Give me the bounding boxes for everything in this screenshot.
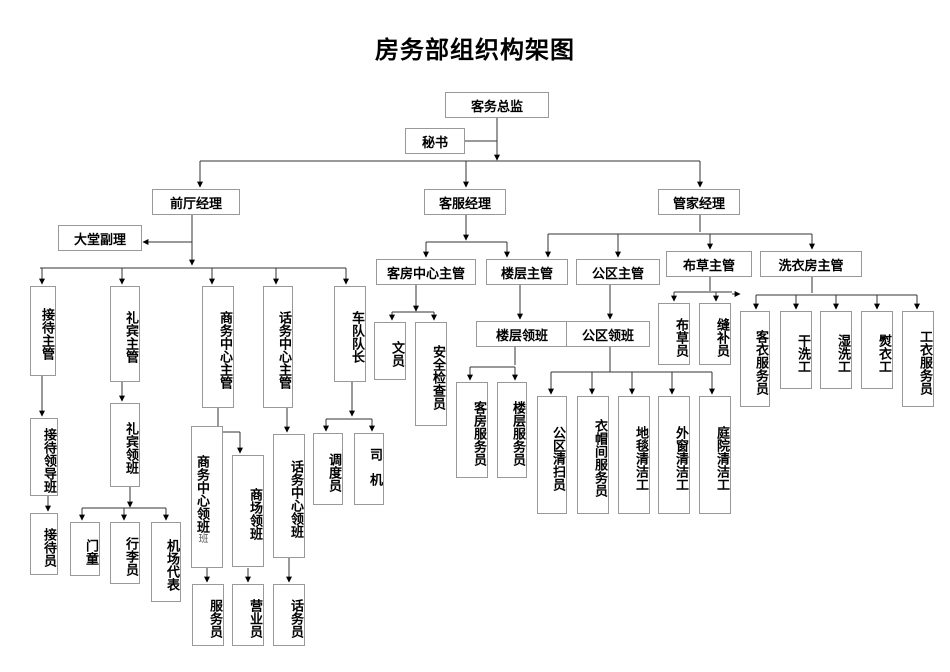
node-driver: 司机 [354, 433, 384, 505]
node-fleet-captain: 车队队长 [334, 286, 366, 382]
node-airport-rep: 机场代表 [151, 522, 181, 602]
node-guest-laundry-attendant: 客衣服务员 [740, 311, 770, 407]
node-floor-lead: 楼层领班 [476, 321, 568, 347]
node-security-inspector: 安全检查员 [415, 322, 447, 426]
business-center-lead-suffix: 班 [196, 533, 207, 543]
node-floor-supervisor: 楼层主管 [486, 259, 568, 285]
node-reception-lead: 接待领导班 [30, 418, 58, 496]
node-business-center-lead: 商务中心领班 班 [191, 426, 223, 568]
node-bellman: 行李员 [110, 522, 140, 584]
node-linen-supervisor: 布草主管 [666, 251, 752, 277]
chart-title: 房务部组织构架图 [375, 36, 575, 64]
node-receptionist: 接待员 [30, 513, 58, 575]
node-reception-supervisor: 接待主管 [30, 286, 56, 376]
node-concierge-supervisor: 礼宾主管 [110, 286, 140, 382]
node-operator: 话务员 [273, 584, 305, 646]
node-carpet-cleaner: 地毯清洁工 [618, 396, 650, 514]
node-floor-attendant: 楼层服务员 [497, 382, 527, 478]
node-uniform-attendant: 工衣服务员 [902, 311, 934, 407]
node-dispatcher: 调度员 [313, 433, 343, 505]
node-concierge-lead: 礼宾领班 [110, 403, 140, 487]
node-linen-attendant: 布草员 [658, 303, 690, 365]
node-guest-service-manager: 客服经理 [424, 189, 506, 215]
node-window-cleaner: 外窗清洁工 [658, 396, 690, 514]
node-doorman: 门童 [70, 522, 100, 576]
node-tailor: 缝补员 [699, 303, 731, 365]
node-public-area-cleaner: 公区清扫员 [537, 396, 567, 514]
node-presser: 熨衣工 [861, 311, 893, 389]
node-cloakroom-attendant: 衣帽间服务员 [577, 396, 609, 514]
node-business-center-supervisor: 商务中心主管 [202, 286, 234, 408]
node-mall-lead: 商场领班 [232, 455, 264, 567]
node-garden-cleaner: 庭院清洁工 [699, 396, 731, 514]
node-room-center-supervisor: 客房中心主管 [376, 259, 476, 285]
node-telephone-center-supervisor: 话务中心主管 [263, 286, 293, 408]
driver-label: 司机 [367, 448, 382, 498]
business-center-lead-label: 商务中心领班 [194, 455, 209, 533]
node-telephone-lead: 话务中心领班 [273, 434, 305, 558]
node-sales-clerk: 营业员 [232, 584, 264, 646]
node-public-area-supervisor: 公区主管 [576, 259, 660, 285]
node-room-attendant: 客房服务员 [456, 382, 488, 478]
node-front-office-manager: 前厅经理 [152, 189, 240, 215]
node-secretary: 秘书 [405, 128, 465, 154]
node-housekeeping-manager: 管家经理 [658, 189, 740, 215]
node-laundry-supervisor: 洗衣房主管 [760, 251, 862, 277]
node-dry-cleaner: 干洗工 [780, 311, 812, 389]
node-wet-cleaner: 湿洗工 [820, 311, 852, 389]
node-clerk: 文员 [374, 322, 406, 380]
node-public-area-lead: 公区领班 [566, 321, 650, 347]
node-attendant: 服务员 [192, 584, 224, 646]
node-director: 客务总监 [445, 92, 549, 118]
node-lobby-assistant-manager: 大堂副理 [58, 225, 142, 251]
